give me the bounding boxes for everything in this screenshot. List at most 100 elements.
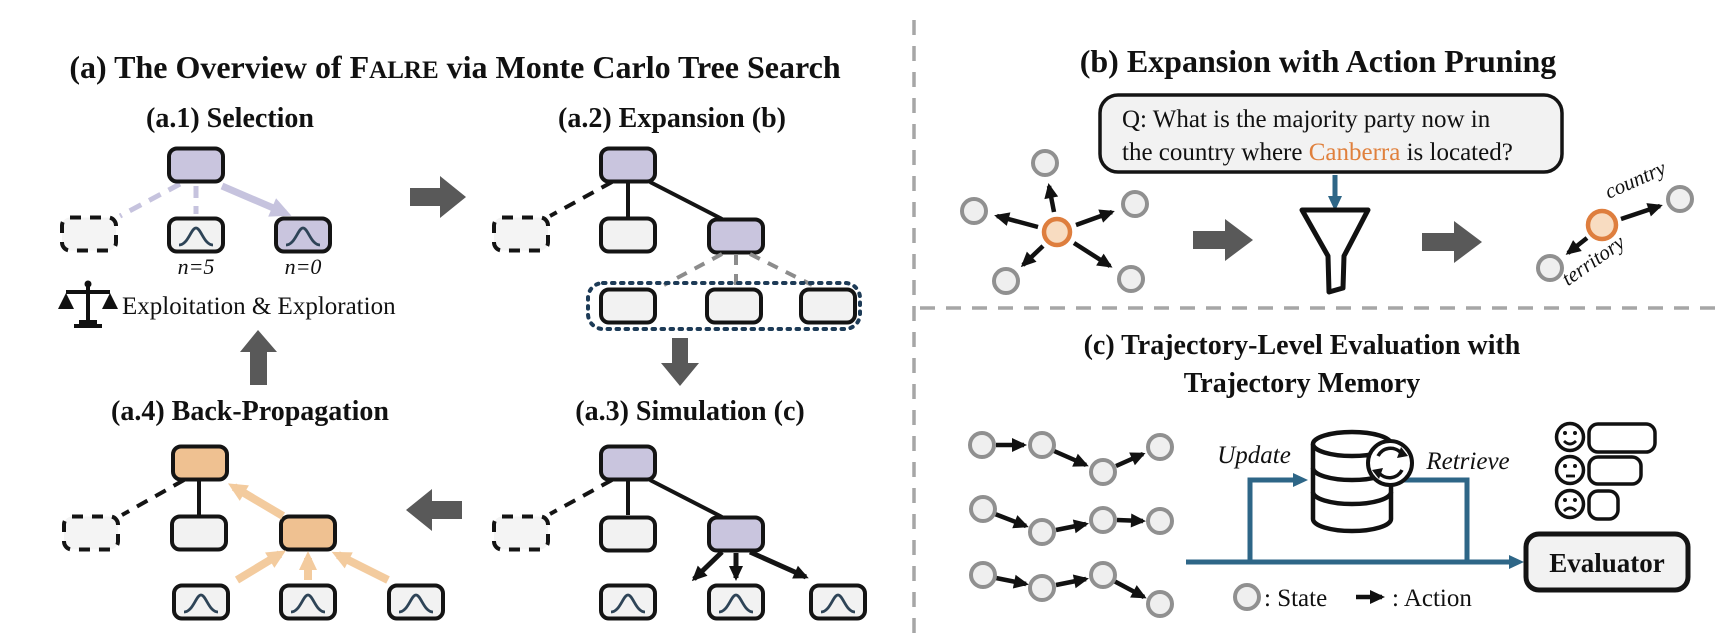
frown-face-icon: [1554, 488, 1586, 520]
edge-dashed: [549, 180, 613, 218]
new-edge-dashed: [749, 252, 813, 287]
updated-root-node: [171, 444, 229, 482]
ghost-node: [60, 215, 118, 253]
smile-face-icon: [1554, 421, 1586, 453]
neutral-face-icon: [1554, 454, 1586, 486]
candidate-actions-graph: [960, 149, 1149, 295]
refresh-icon: [1366, 439, 1414, 487]
selection-legend: Exploitation & Exploration: [122, 293, 396, 320]
new-edge-dashed: [663, 252, 723, 287]
legend: : State : Action: [1233, 583, 1472, 612]
expansion-panel: (a.2) Expansion (b): [492, 103, 862, 331]
funnel-icon: [1299, 207, 1371, 295]
action-arrow: [1020, 244, 1045, 268]
state-node: [1146, 507, 1174, 535]
backprop-arrow: [234, 550, 286, 584]
leaf-node: [707, 583, 765, 621]
arrow-right-block: [1422, 221, 1482, 263]
edge-dashed: [121, 478, 185, 517]
state-node: [969, 495, 997, 523]
edge-solid: [649, 180, 723, 221]
action-arrow: [1115, 451, 1146, 469]
evaluator-box: [1523, 531, 1691, 593]
candidate-node: [799, 287, 857, 325]
state-node: [992, 267, 1020, 295]
leaf-node: [279, 583, 337, 621]
ghost-node: [492, 514, 550, 552]
question-line2: the country where Canberra is located?: [1122, 139, 1513, 166]
action-arrow: [995, 574, 1029, 589]
panel-c: (c) Trajectory-Level Evaluation with Tra…: [968, 330, 1691, 618]
arrow-right-block: [1193, 219, 1253, 261]
child-node: [170, 514, 228, 552]
state-node: [1089, 561, 1117, 589]
state-node: [1089, 458, 1117, 486]
arrow-right-block: [410, 176, 466, 218]
comment-bubble: [1587, 422, 1657, 454]
state-node: [1028, 518, 1056, 546]
visit-count-label: n=0: [285, 254, 322, 279]
legend-state-label: : State: [1264, 585, 1327, 612]
candidate-actions-box: [586, 281, 862, 331]
expansion-label: (a.2) Expansion (b): [558, 103, 786, 134]
root-node: [599, 146, 657, 184]
panel-b-title: (b) Expansion with Action Pruning: [1080, 43, 1557, 79]
backprop-arrow: [227, 483, 286, 520]
arrow-down-block: [661, 338, 699, 386]
expanded-node: [707, 217, 765, 255]
feedback-list: [1554, 421, 1657, 521]
simulated-node: [707, 515, 765, 553]
panel-b: (b) Expansion with Action Pruning Q: Wha…: [960, 43, 1694, 295]
action-arrow: [994, 511, 1029, 529]
rollout-arrow: [748, 549, 809, 580]
state-node: [1031, 149, 1059, 177]
comment-bubble: [1587, 455, 1643, 486]
selection-edge-dashed-left: [118, 181, 182, 219]
panel-c-title-line2: Trajectory Memory: [1184, 368, 1421, 399]
panel-a: (a) The Overview of FALRE via Monte Carl…: [58, 49, 867, 621]
edge-label-territory: territory: [1557, 230, 1630, 291]
action-arrow: [1112, 579, 1147, 599]
child-node: [599, 216, 657, 254]
evaluator-label: Evaluator: [1549, 548, 1665, 578]
backprop-panel: (a.4) Back-Propagation: [62, 396, 445, 621]
leaf-node: [387, 583, 445, 621]
ghost-node: [62, 514, 120, 552]
action-arrow: [1055, 519, 1089, 534]
action-arrow: [994, 212, 1039, 230]
leaf-node: [809, 583, 867, 621]
visited-node: [167, 216, 225, 254]
state-node: [1121, 190, 1149, 218]
comment-bubble: [1587, 489, 1620, 521]
ghost-node: [492, 215, 550, 253]
edge-solid: [649, 478, 723, 519]
leaf-node: [599, 583, 657, 621]
root-node: [167, 146, 225, 184]
backprop-label: (a.4) Back-Propagation: [111, 396, 389, 427]
visit-count-label: n=5: [178, 254, 215, 279]
arrow-up-block: [240, 330, 277, 385]
kept-action-arrow: [1565, 236, 1589, 255]
update-flow-line: [1247, 473, 1308, 562]
action-arrow: [1075, 209, 1115, 228]
state-node: [1028, 431, 1056, 459]
panel-c-title-line1: (c) Trajectory-Level Evaluation with: [1084, 330, 1521, 361]
rollout-arrow: [691, 550, 724, 582]
state-node: [1666, 185, 1694, 213]
selected-node: [274, 216, 332, 254]
state-node: [1146, 433, 1174, 461]
question-line1: Q: What is the majority party now in: [1122, 106, 1491, 133]
action-arrow: [1072, 241, 1113, 268]
candidate-node: [705, 287, 763, 325]
database-icon: [1310, 429, 1414, 534]
kept-action-arrow: [1620, 203, 1663, 222]
action-arrow: [1055, 574, 1089, 589]
state-node: [1028, 574, 1056, 602]
state-node: [1117, 265, 1145, 293]
arrow-left-block: [406, 489, 462, 531]
selection-arrow: [220, 182, 292, 217]
simulation-label: (a.3) Simulation (c): [575, 396, 804, 427]
current-state-node: [1585, 208, 1619, 242]
selection-panel: (a.1) Selection n=5 n=0 Exploitation & E…: [58, 103, 396, 328]
state-node: [960, 197, 988, 225]
